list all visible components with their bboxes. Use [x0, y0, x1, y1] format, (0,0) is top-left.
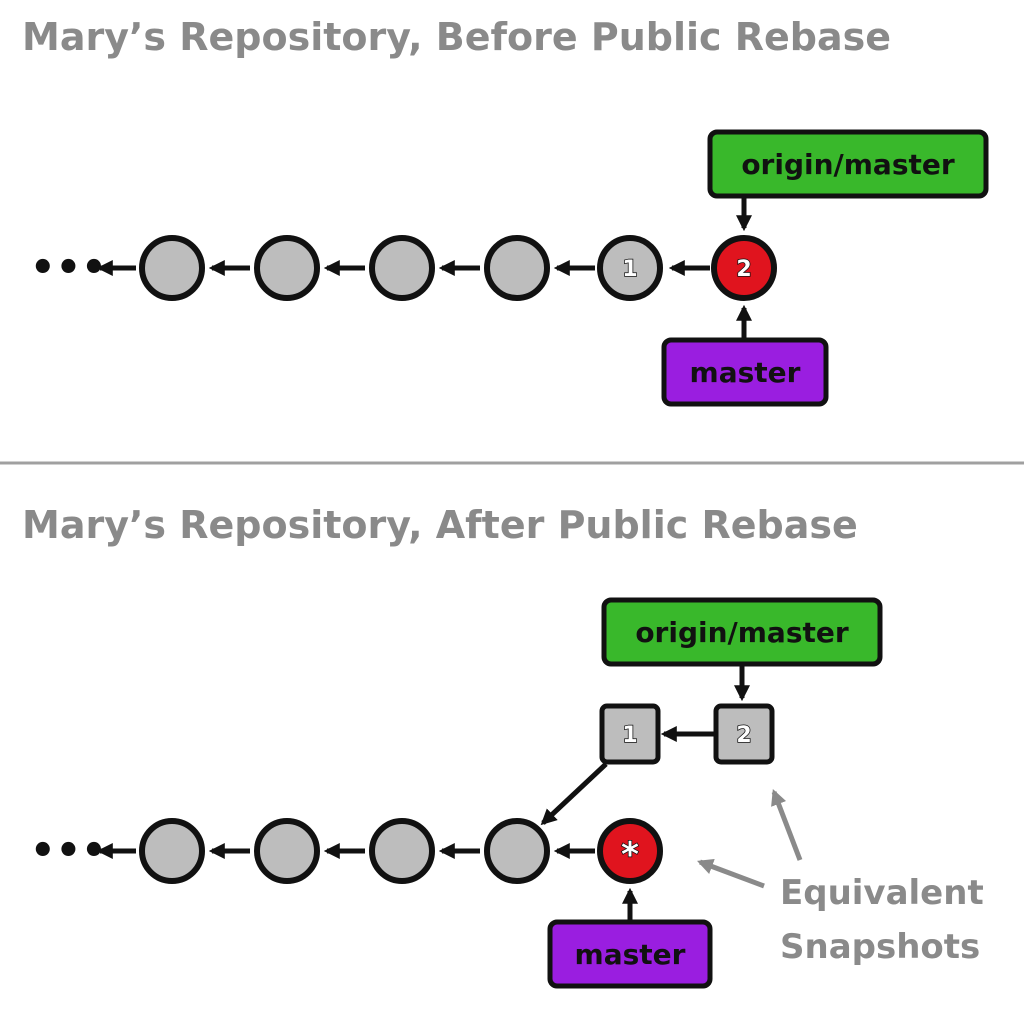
master-ref: [661, 337, 829, 407]
before-title: Mary’s Repository, Before Public Rebase: [22, 15, 891, 59]
history-ellipsis: •••: [30, 245, 107, 291]
snapshot-1-label: 1: [622, 723, 637, 748]
annotation-arrow: [771, 789, 803, 861]
master-ref: [547, 919, 713, 989]
commit-node: [139, 818, 205, 884]
commit-node: [139, 235, 205, 301]
after-title: Mary’s Repository, After Public Rebase: [22, 503, 858, 547]
before-panel: Mary’s Repository, Before Public Rebase …: [22, 15, 989, 407]
annotation-line-1: Equivalent: [780, 873, 984, 913]
history-ellipsis: •••: [30, 828, 107, 874]
after-panel: Mary’s Repository, After Public Rebase •…: [22, 503, 984, 989]
origin-master-label: origin/master: [635, 616, 849, 649]
snapshot-2-label: 2: [736, 723, 751, 748]
merge-commit-label: *: [621, 835, 639, 875]
snapshot-1-node: [599, 703, 661, 765]
commit-node: [369, 235, 435, 301]
commit-node: [369, 818, 435, 884]
commit-node: [484, 235, 550, 301]
commit-node: [254, 235, 320, 301]
commit-1-node: [597, 235, 663, 301]
annotation-line-2: Snapshots: [780, 927, 980, 967]
commit-2-label: 2: [736, 257, 751, 282]
origin-master-label: origin/master: [741, 148, 955, 181]
origin-master-ref: [601, 597, 883, 667]
snapshot-2-node: [713, 703, 775, 765]
master-label: master: [575, 938, 686, 971]
master-label: master: [690, 356, 801, 389]
commit-node: [254, 818, 320, 884]
origin-master-ref: [707, 129, 989, 199]
merge-commit-node: [597, 818, 663, 884]
commit-2-node: [711, 235, 777, 301]
commit-node: [484, 818, 550, 884]
annotation-arrow: [697, 859, 765, 889]
parent-edge: [540, 762, 608, 826]
commit-1-label: 1: [622, 257, 637, 282]
